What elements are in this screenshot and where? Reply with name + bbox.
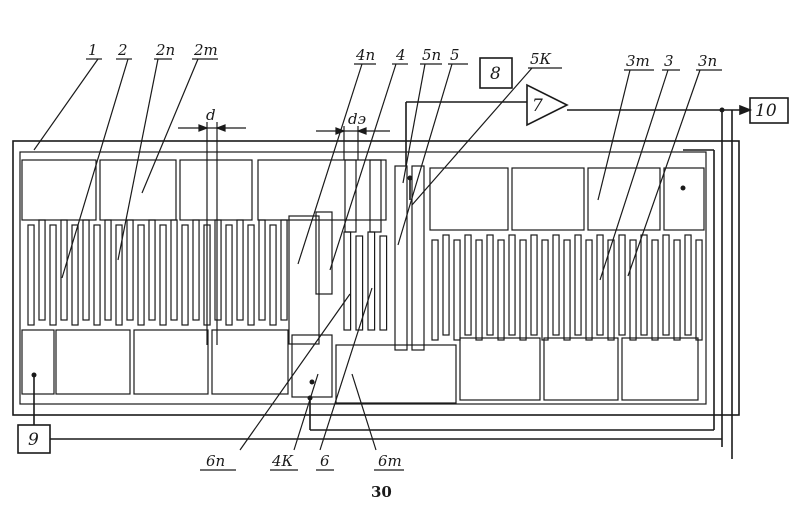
- finger-electrode: [509, 235, 515, 335]
- finger-electrode: [685, 235, 691, 335]
- finger-electrode: [28, 225, 34, 325]
- finger-electrode: [542, 240, 548, 340]
- fingers-left: [28, 220, 287, 325]
- label-6m: 6т: [378, 452, 402, 470]
- finger-electrode: [237, 220, 243, 320]
- finger-electrode: [356, 236, 363, 330]
- finger-electrode: [127, 220, 133, 320]
- finger-electrode: [597, 235, 603, 335]
- label-6n: 6п: [206, 452, 225, 470]
- finger-electrode: [553, 235, 559, 335]
- label-d: d: [206, 106, 216, 124]
- label-7: 7: [532, 96, 543, 116]
- finger-electrode: [465, 235, 471, 335]
- finger-electrode: [160, 225, 166, 325]
- finger-electrode: [116, 225, 122, 325]
- finger-electrode: [368, 232, 375, 330]
- dimension-de: [316, 126, 390, 160]
- finger-electrode: [149, 220, 155, 320]
- label-5k: 5К: [530, 50, 552, 68]
- finger-electrode: [575, 235, 581, 335]
- finger-electrode: [182, 225, 188, 325]
- finger-electrode: [344, 232, 351, 330]
- finger-electrode: [443, 235, 449, 335]
- label-3m: 3т: [626, 52, 650, 70]
- finger-electrode: [487, 235, 493, 335]
- finger-electrode: [380, 236, 387, 330]
- label-2m: 2т: [193, 41, 218, 59]
- label-5: 5: [450, 46, 460, 64]
- finger-electrode: [270, 225, 276, 325]
- finger-electrode: [454, 240, 460, 340]
- label-2n: 2п: [155, 41, 175, 59]
- finger-electrode: [674, 240, 680, 340]
- finger-electrode: [432, 240, 438, 340]
- finger-electrode: [476, 240, 482, 340]
- label-6: 6: [320, 452, 330, 470]
- label-4: 4: [395, 46, 406, 64]
- finger-electrode: [105, 220, 111, 320]
- finger-electrode: [531, 235, 537, 335]
- label-4n: 4п: [355, 46, 375, 64]
- label-4k: 4К: [271, 452, 294, 470]
- label-3: 3: [664, 52, 674, 70]
- wiring: [34, 102, 750, 459]
- finger-electrode: [586, 240, 592, 340]
- label-8: 8: [490, 64, 501, 84]
- fingers-center: [344, 232, 387, 330]
- finger-electrode: [39, 220, 45, 320]
- fingers-right: [432, 235, 702, 340]
- finger-electrode: [94, 225, 100, 325]
- finger-electrode: [248, 225, 254, 325]
- label-2: 2: [117, 41, 128, 59]
- finger-electrode: [652, 240, 658, 340]
- label-de: dэ: [348, 110, 366, 128]
- finger-electrode: [498, 240, 504, 340]
- label-9: 9: [28, 430, 39, 450]
- finger-electrode: [696, 240, 702, 340]
- finger-electrode: [226, 225, 232, 325]
- label-10: 10: [755, 101, 777, 121]
- finger-electrode: [193, 220, 199, 320]
- page-number: 30: [371, 483, 392, 501]
- finger-electrode: [564, 240, 570, 340]
- finger-electrode: [83, 220, 89, 320]
- finger-electrode: [608, 240, 614, 340]
- finger-electrode: [138, 225, 144, 325]
- finger-electrode: [619, 235, 625, 335]
- finger-electrode: [641, 235, 647, 335]
- label-1: 1: [88, 41, 98, 59]
- finger-electrode: [663, 235, 669, 335]
- label-3n: 3п: [698, 52, 717, 70]
- finger-electrode: [215, 220, 221, 320]
- finger-electrode: [50, 225, 56, 325]
- finger-electrode: [281, 220, 287, 320]
- label-5n: 5п: [422, 46, 441, 64]
- finger-electrode: [171, 220, 177, 320]
- finger-electrode: [520, 240, 526, 340]
- finger-electrode: [259, 220, 265, 320]
